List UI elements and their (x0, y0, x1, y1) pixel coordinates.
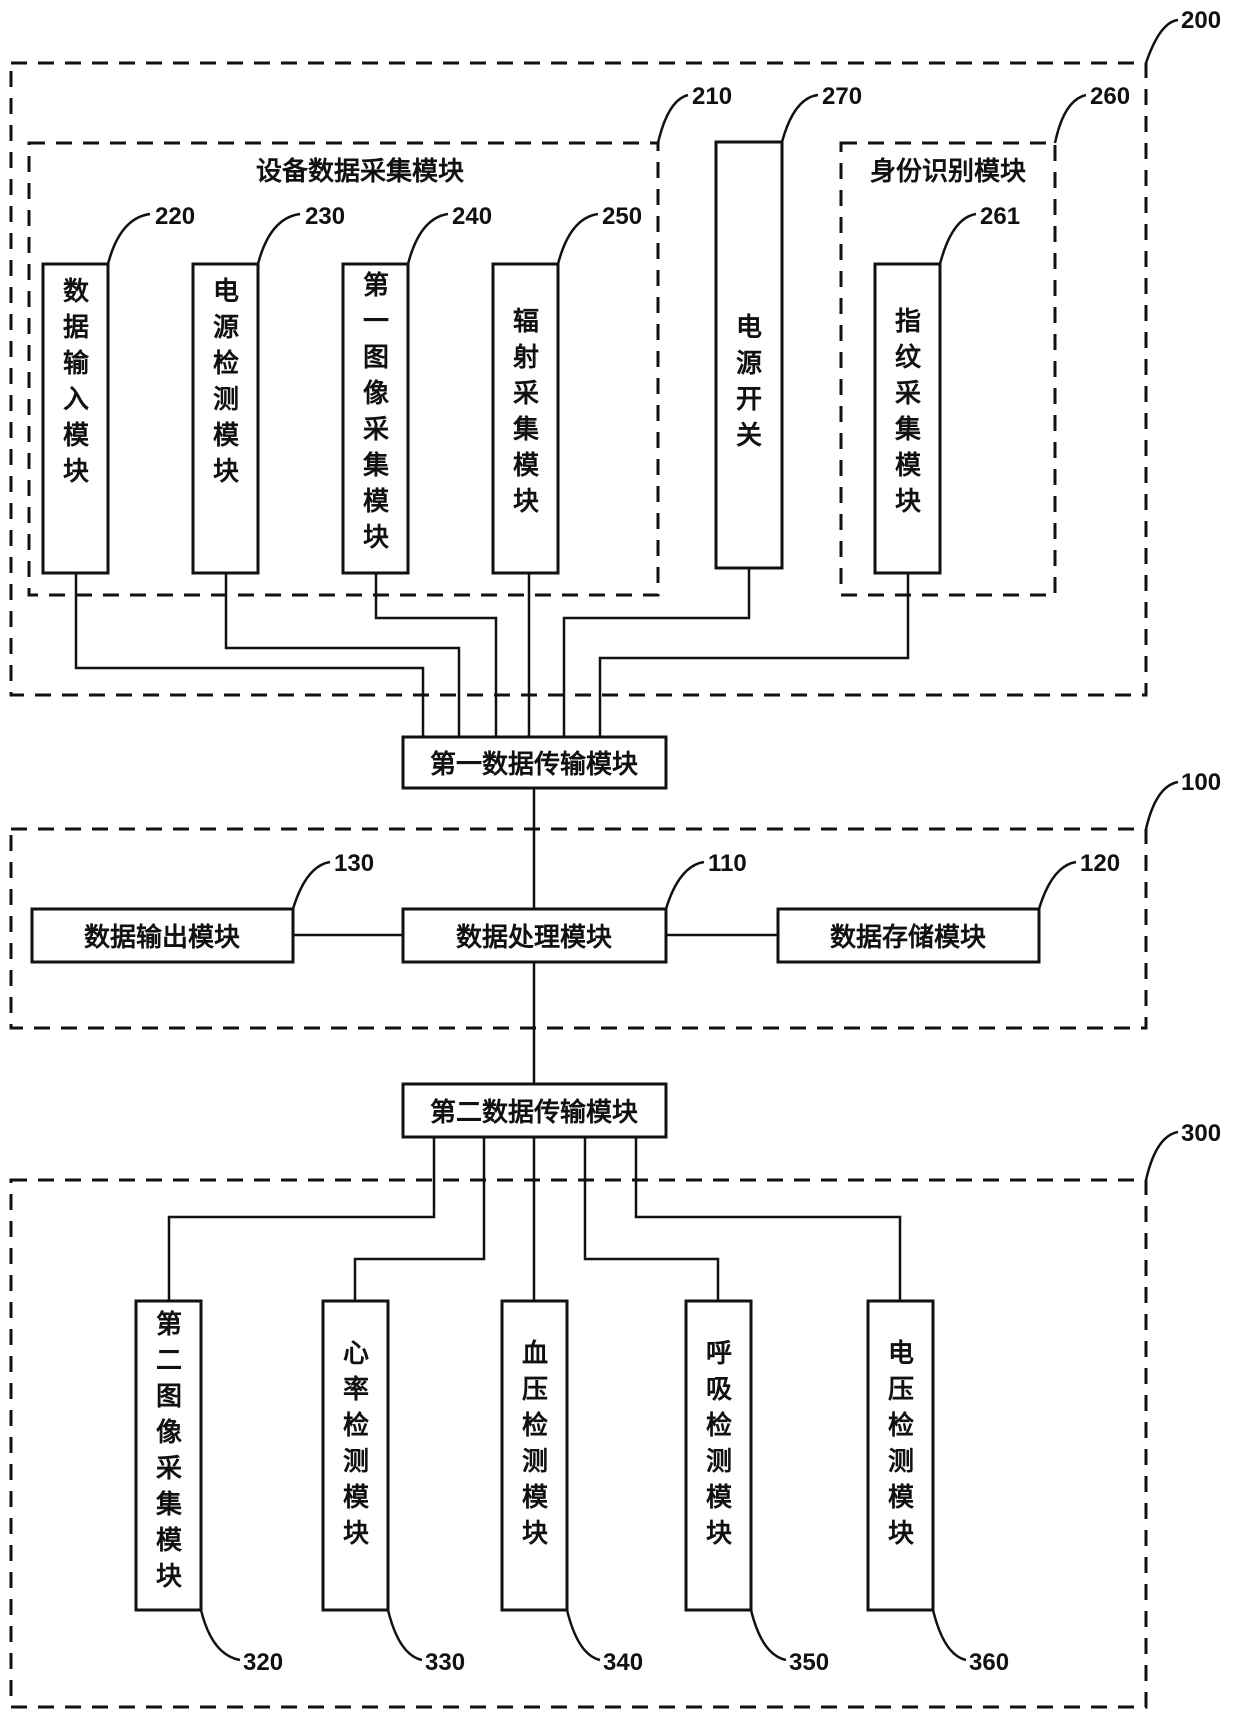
module-220-box (43, 264, 108, 573)
first-transfer-label: 第一数据传输模块 (430, 749, 638, 780)
module-330-leader (388, 1610, 422, 1660)
wire-320 (169, 1137, 434, 1301)
module-230-box (193, 264, 258, 573)
module-320-ref: 320 (243, 1649, 283, 1676)
module-320-leader (201, 1610, 240, 1660)
second-transfer-label: 第二数据传输模块 (430, 1097, 638, 1128)
module-230-ref: 230 (305, 203, 345, 230)
group-200-ref: 200 (1181, 7, 1221, 34)
module-120-ref: 120 (1080, 850, 1120, 877)
module-110-ref: 110 (708, 850, 747, 877)
module-220-leader (108, 214, 150, 264)
wire-261 (600, 573, 908, 737)
module-340-leader (567, 1610, 600, 1660)
module-360-leader (933, 1610, 966, 1660)
module-220-ref: 220 (155, 203, 195, 230)
module-110-label: 数据处理模块 (456, 923, 612, 953)
wire-270 (564, 568, 749, 737)
equipment-data-group-leader (658, 95, 688, 143)
module-350-leader (751, 1610, 786, 1660)
module-270-ref: 270 (822, 83, 862, 110)
module-130-leader (293, 862, 330, 909)
identity-group-title: 身份识别模块 (870, 156, 1026, 187)
module-360-ref: 360 (969, 1649, 1009, 1676)
module-120-label: 数据存储模块 (830, 922, 986, 953)
group-100-ref: 100 (1181, 769, 1221, 796)
module-350-ref: 350 (789, 1649, 829, 1676)
group-100-leader (1146, 782, 1178, 829)
module-330-ref: 330 (425, 1649, 465, 1676)
module-250-leader (558, 214, 598, 264)
module-261-leader (940, 214, 976, 264)
module-240-leader (408, 214, 448, 264)
identity-group-leader (1055, 95, 1086, 143)
group-200-leader (1146, 20, 1178, 63)
module-270-leader (782, 95, 818, 142)
identity-group-ref: 260 (1090, 83, 1130, 110)
identity-group-frame (841, 143, 1055, 595)
wire-240 (376, 573, 496, 737)
equipment-data-group-ref: 210 (692, 83, 732, 110)
module-240-ref: 240 (452, 203, 492, 230)
equipment-data-group-title: 设备数据采集模块 (256, 156, 464, 187)
module-130-ref: 130 (334, 850, 374, 877)
module-230-leader (258, 214, 300, 264)
module-130-label: 数据输出模块 (84, 922, 240, 953)
module-261-ref: 261 (980, 203, 1020, 230)
wire-350 (585, 1137, 718, 1301)
module-110-leader (666, 862, 704, 909)
wire-330 (355, 1137, 484, 1301)
module-120-leader (1039, 862, 1076, 909)
wire-220 (76, 573, 423, 737)
module-250-ref: 250 (602, 203, 642, 230)
wire-360 (636, 1137, 900, 1301)
group-300-leader (1146, 1132, 1178, 1180)
module-340-ref: 340 (603, 1649, 643, 1676)
group-300-ref: 300 (1181, 1120, 1221, 1147)
